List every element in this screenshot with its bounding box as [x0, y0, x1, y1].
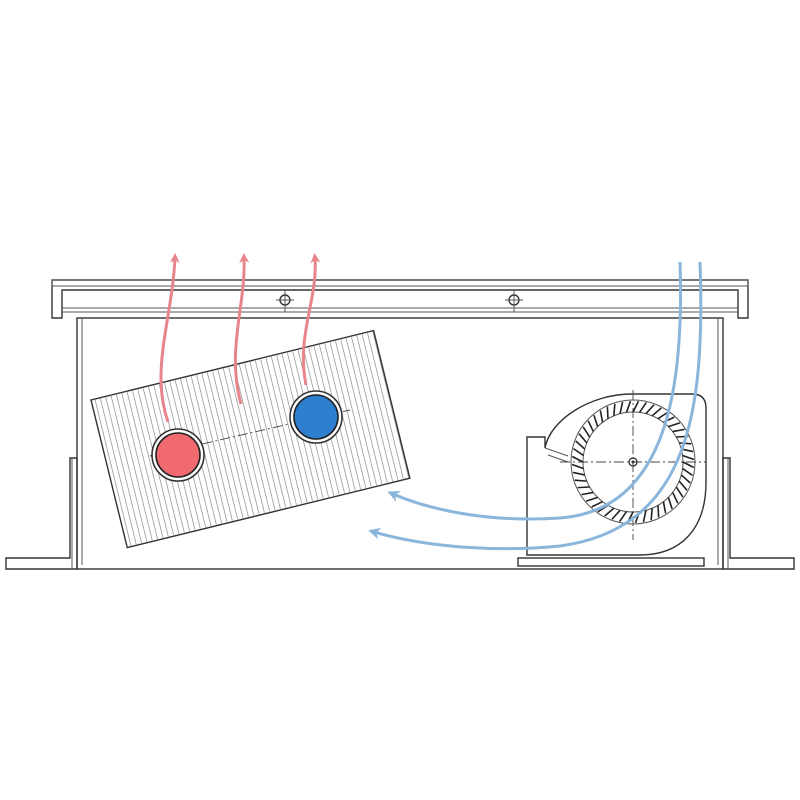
exchanger-fin — [238, 364, 276, 511]
exchanger-fin — [270, 356, 308, 503]
exchanger-fin — [372, 331, 410, 478]
fan-blade — [571, 463, 584, 470]
fan-blade — [667, 497, 673, 510]
fan-blade — [682, 454, 695, 461]
fan-blade — [606, 406, 609, 419]
fan-blade — [675, 486, 684, 498]
fan-blade — [682, 467, 693, 477]
fan-blades — [571, 400, 695, 524]
fan-blade — [672, 428, 685, 433]
fan-blade — [587, 420, 595, 432]
exchanger-fin — [110, 395, 148, 542]
warm-air-arrow — [301, 253, 321, 386]
fan-blade — [638, 402, 648, 413]
exchanger-fin — [222, 368, 260, 515]
fan-blade — [645, 404, 655, 415]
fan-blade — [604, 507, 615, 517]
fan-blade — [632, 400, 640, 413]
exchanger-fin — [265, 357, 303, 504]
floor-flange-right — [722, 457, 795, 570]
fan-blade — [682, 461, 695, 469]
exchanger-fin — [244, 363, 281, 510]
fan-blade — [668, 422, 681, 428]
fan-blade — [678, 480, 688, 491]
fan-blade — [613, 403, 616, 416]
top-grille-frame — [51, 279, 749, 319]
exchanger-fin — [356, 335, 394, 482]
cool-air-arrow — [368, 261, 703, 551]
hot-water-pipe-icon — [151, 428, 205, 482]
exchanger-fin — [345, 338, 383, 485]
exchanger-fin — [105, 397, 142, 544]
exchanger-fin — [116, 394, 153, 541]
exchanger-fin — [196, 374, 233, 521]
exchanger-fin — [329, 342, 367, 489]
exchanger-fin — [126, 392, 164, 538]
fan-blade — [671, 492, 679, 504]
fan-blade — [585, 496, 598, 502]
exchanger-fin — [100, 398, 137, 545]
fan-blade — [578, 433, 588, 444]
exchanger-fin — [233, 365, 271, 512]
fan-blade — [657, 411, 669, 420]
exchanger-fin — [335, 340, 372, 487]
fan-blade — [651, 407, 662, 417]
exchanger-fin — [201, 373, 239, 520]
fan-blade — [625, 400, 632, 413]
exchanger-fin — [361, 334, 399, 481]
fan-blade — [642, 510, 647, 523]
exchanger-fin — [249, 361, 287, 508]
fan-blade — [650, 508, 653, 521]
fan-blade — [662, 501, 667, 514]
fan-blade — [575, 440, 586, 450]
trench-housing — [76, 317, 724, 570]
fan-blade — [577, 486, 590, 489]
exchanger-fin — [206, 372, 244, 519]
warm-air-arrow — [233, 253, 250, 405]
exchanger-fin — [254, 360, 292, 507]
fan-blade — [680, 474, 691, 484]
cold-water-pipe-icon — [289, 390, 343, 444]
screw-hole-icon — [505, 290, 523, 312]
exchanger-fins — [94, 331, 410, 546]
fan-blade — [582, 426, 591, 438]
warm-air-flow — [159, 253, 321, 423]
warm-air-arrow — [159, 253, 180, 423]
exchanger-fin — [132, 390, 169, 537]
fan-blade — [591, 500, 603, 508]
floor-flange-left — [5, 457, 78, 570]
fan-blade — [572, 471, 585, 476]
exchanger-fin — [121, 393, 158, 540]
exchanger-fin — [217, 369, 255, 516]
fan-housing — [517, 393, 707, 567]
exchanger-fin — [212, 371, 249, 517]
exchanger-fin — [228, 367, 265, 513]
fan-blade — [573, 447, 584, 457]
tangential-fan-icon — [560, 390, 706, 540]
fan-blade — [599, 410, 604, 423]
fan-blade — [657, 505, 660, 518]
fan-blade — [571, 455, 584, 463]
screw-hole-icon — [276, 290, 294, 312]
fan-blade — [611, 509, 621, 520]
cool-air-flow — [368, 261, 703, 551]
exchanger-fin — [340, 339, 377, 486]
cool-air-arrow — [387, 261, 683, 521]
exchanger-fin — [260, 359, 297, 506]
fan-blade — [593, 414, 599, 427]
exchanger-fin — [94, 399, 132, 546]
exchanger-fin — [367, 333, 404, 479]
exchanger-fin — [190, 376, 228, 523]
exchanger-fin — [351, 336, 388, 483]
fan-blade — [574, 479, 587, 482]
heat-exchanger-coil — [90, 329, 411, 549]
fan-blade — [619, 401, 624, 414]
fan-blade — [581, 491, 594, 496]
fan-blade — [618, 511, 628, 522]
